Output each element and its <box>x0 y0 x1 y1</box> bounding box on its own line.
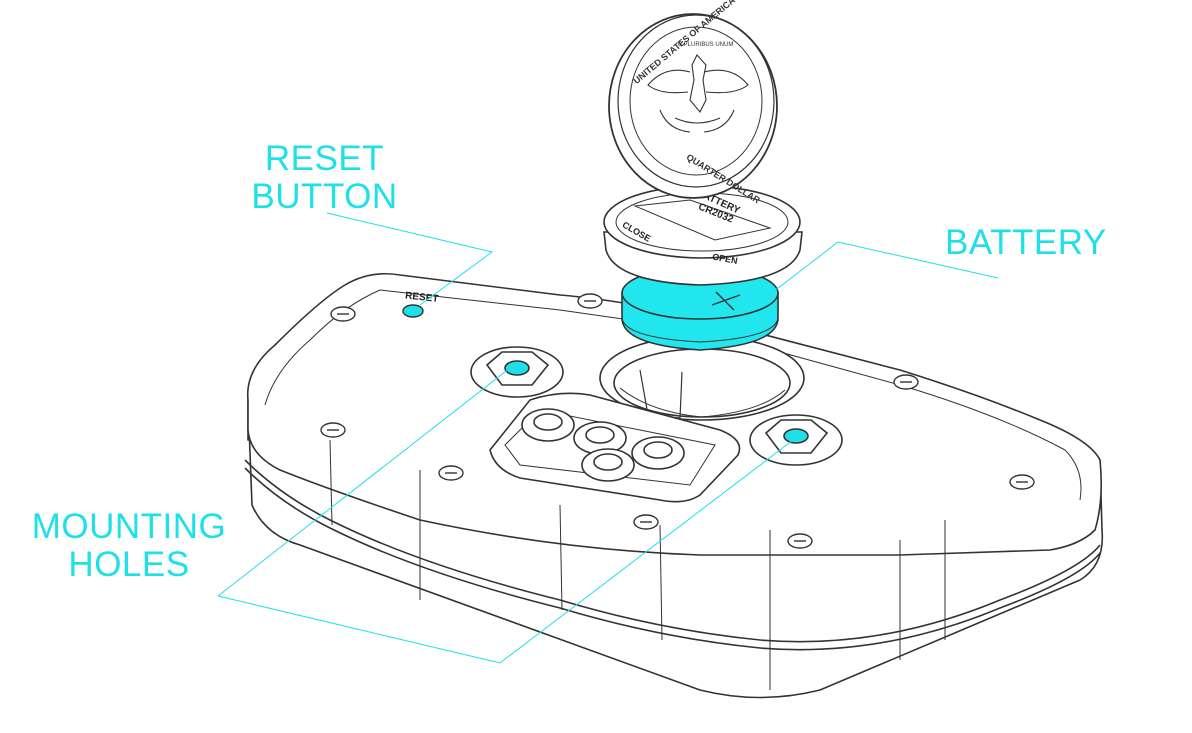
screw-icon <box>893 374 919 390</box>
battery-leader-line <box>759 241 999 303</box>
reset-leader-line <box>326 212 494 306</box>
mounting-holes-callout: MOUNTING HOLES <box>24 508 234 584</box>
reset-callout-line1: RESET <box>264 139 385 178</box>
callout-leaders <box>217 212 999 664</box>
keypad-button <box>631 436 685 470</box>
reset-callout-line2: BUTTON <box>251 177 398 216</box>
coin-motto-text: E PLURIBUS UNUM <box>678 42 733 48</box>
battery-cap: BATTERY CR2032 CLOSE OPEN <box>603 185 803 286</box>
cap-open-text: OPEN <box>712 252 739 266</box>
mounting-hole-right <box>749 414 843 466</box>
reset-label-printed: RESET <box>405 290 439 304</box>
reset-button: RESET <box>402 290 439 318</box>
screws <box>320 293 1035 549</box>
mounting-leader-line <box>217 367 794 664</box>
screw-icon <box>633 514 659 530</box>
keypad-button <box>521 408 575 442</box>
screw-icon <box>577 293 603 309</box>
screw-icon <box>1009 474 1035 490</box>
screw-icon <box>330 306 356 322</box>
mounting-hole-left <box>470 346 564 398</box>
battery-callout-label: BATTERY <box>945 223 1107 262</box>
keypad-buttons <box>521 408 685 482</box>
mounting-callout-line1: MOUNTING <box>31 507 227 546</box>
screw-icon <box>787 533 813 549</box>
battery-callout: BATTERY <box>945 224 1107 262</box>
eagle-icon <box>647 54 749 133</box>
quarter-coin: UNITED STATES OF AMERICA E PLURIBUS UNUM… <box>608 0 778 206</box>
reset-button-callout: RESET BUTTON <box>242 140 407 216</box>
keypad-button <box>581 448 635 482</box>
mounting-callout-line2: HOLES <box>68 545 190 584</box>
screw-icon <box>320 422 346 438</box>
screw-icon <box>438 465 464 481</box>
